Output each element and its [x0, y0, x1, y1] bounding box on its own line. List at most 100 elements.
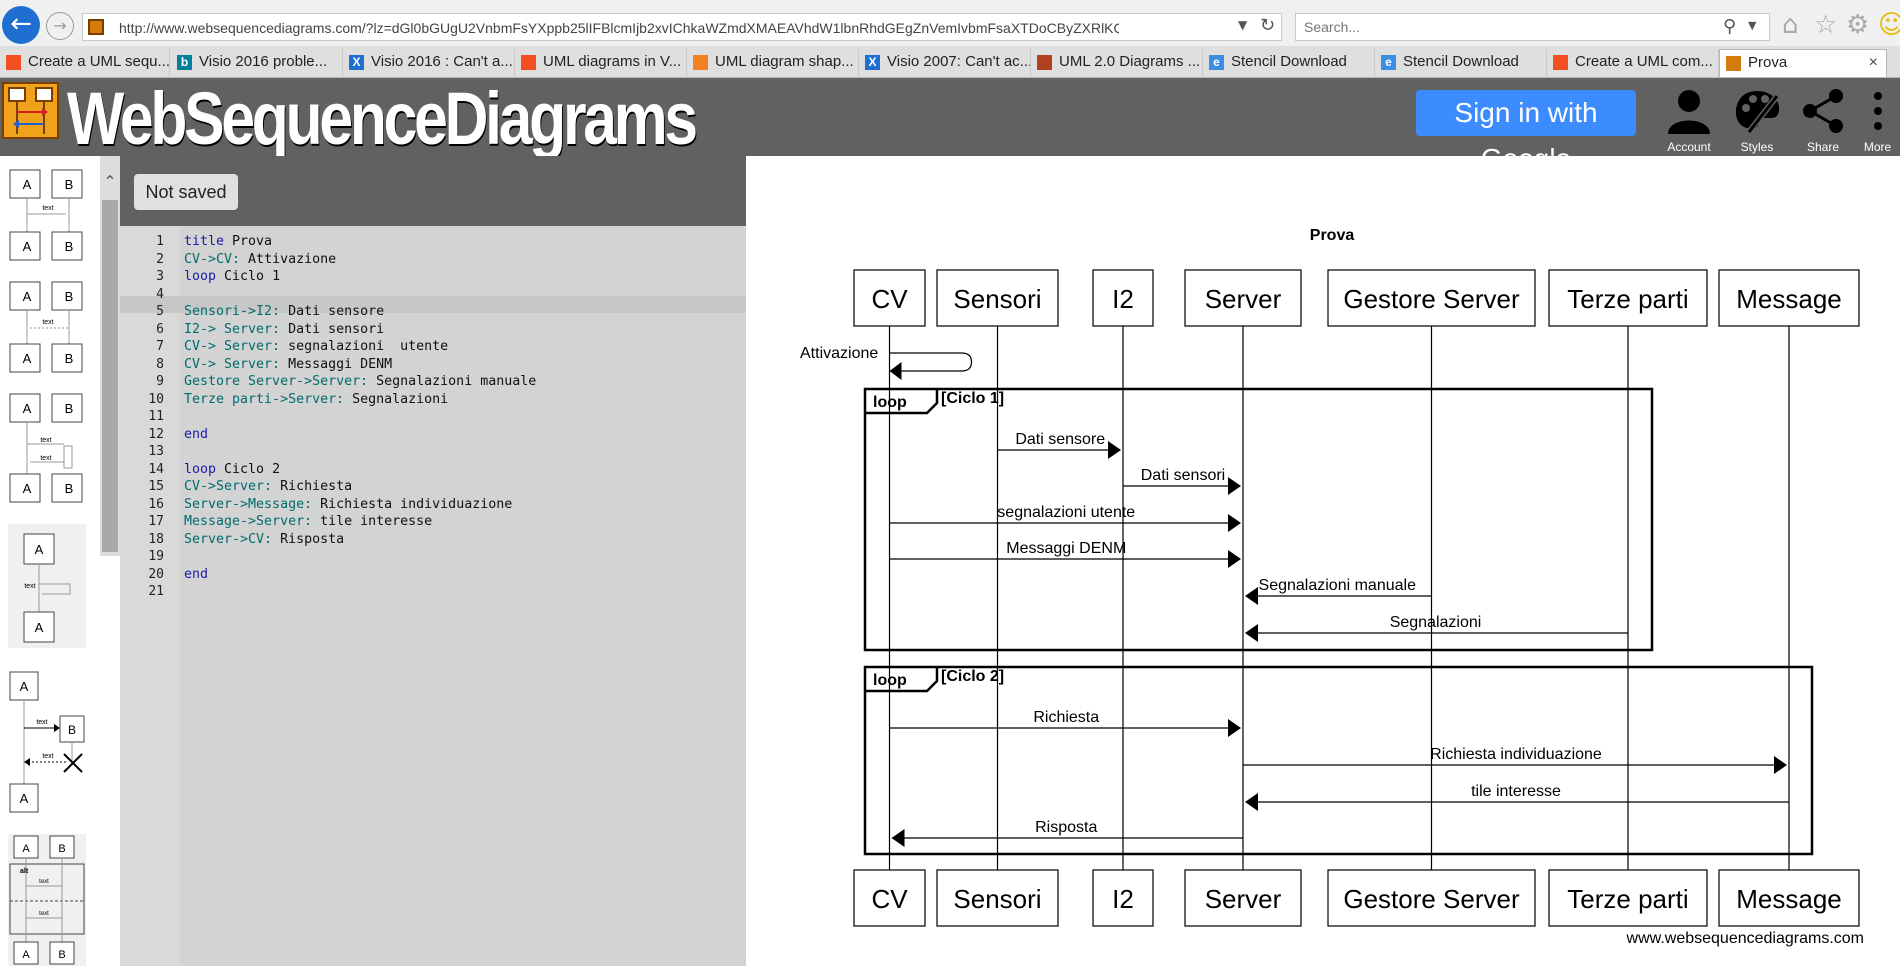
code-line[interactable]: CV->CV: Attivazione: [184, 251, 337, 267]
tab-active[interactable]: Prova×: [1719, 49, 1887, 77]
code-line[interactable]: title Prova: [184, 234, 273, 249]
star-icon[interactable]: ☆: [1814, 10, 1838, 40]
line-number: 1: [156, 234, 164, 249]
arrowhead: [1245, 624, 1258, 642]
wsd-icon: [1726, 56, 1741, 71]
palette-scrollbar-thumb[interactable]: [102, 200, 118, 552]
participant-a: A: [35, 620, 44, 635]
tab-label: UML diagram shap...: [715, 53, 854, 70]
participant-box[interactable]: [1327, 269, 1536, 327]
url-text[interactable]: http://www.websequencediagrams.com/?lz=d…: [119, 20, 1119, 36]
code-line[interactable]: Terze parti->Server: Segnalazioni: [184, 391, 449, 407]
x-icon: X: [349, 55, 364, 70]
share-button[interactable]: Share: [1788, 84, 1858, 154]
more-button[interactable]: More: [1855, 84, 1900, 154]
tab[interactable]: Create a UML com...: [1547, 49, 1719, 77]
participant-box[interactable]: [1092, 869, 1154, 927]
tab[interactable]: UML diagrams in V...: [515, 49, 687, 77]
participant-label: Terze parti: [1567, 884, 1688, 914]
avatar-icon: [1037, 55, 1052, 70]
line-number: 17: [148, 514, 164, 529]
participant-label: Message: [1736, 884, 1842, 914]
snippet-text: text: [39, 911, 49, 917]
account-button[interactable]: Account: [1654, 84, 1724, 154]
code-line[interactable]: loop Ciclo 2: [184, 461, 281, 477]
gear-icon[interactable]: ⚙: [1846, 10, 1870, 40]
search-icon[interactable]: ⚲: [1723, 16, 1737, 37]
back-arrow-icon[interactable]: ←: [2, 6, 40, 44]
search-box[interactable]: ⚲ ▼: [1295, 13, 1770, 41]
snippet-alt[interactable]: A B alt text text A B: [8, 834, 86, 966]
code-line[interactable]: Message->Server: tile interesse: [184, 514, 433, 529]
styles-button[interactable]: Styles: [1722, 84, 1792, 154]
microsoft-icon: [521, 55, 536, 70]
participant-a: A: [23, 401, 32, 416]
line-number: 13: [148, 444, 164, 459]
snippet-activation[interactable]: A B text text A B: [9, 393, 83, 503]
snippet-text: text: [42, 753, 53, 760]
participant-box[interactable]: [936, 869, 1059, 927]
save-status-button[interactable]: Not saved: [134, 174, 238, 210]
code-line[interactable]: end: [184, 426, 209, 442]
participant-box[interactable]: [853, 869, 926, 927]
logo-icon[interactable]: [2, 82, 59, 139]
address-bar[interactable]: http://www.websequencediagrams.com/?lz=d…: [82, 13, 1282, 41]
chevron-down-icon[interactable]: ▼: [1238, 18, 1248, 32]
bing-icon: b: [177, 55, 192, 70]
home-icon[interactable]: ⌂: [1782, 10, 1799, 40]
participant-box[interactable]: [1548, 869, 1708, 927]
refresh-icon[interactable]: ↻: [1260, 15, 1276, 36]
code-editor[interactable]: [180, 226, 746, 966]
snippet-return-message[interactable]: A B text A B: [9, 281, 83, 373]
code-line[interactable]: loop Ciclo 1: [184, 269, 281, 284]
code-line[interactable]: Sensori->I2: Dati sensore: [184, 304, 385, 319]
code-line[interactable]: I2-> Server: Dati sensori: [184, 321, 385, 337]
chevron-down-icon[interactable]: ▼: [1748, 19, 1757, 32]
participant-box[interactable]: [1092, 269, 1154, 327]
snippet-text: text: [40, 437, 51, 444]
ie-icon: e: [1381, 55, 1396, 70]
close-icon[interactable]: ×: [1868, 54, 1878, 71]
participant-box[interactable]: [1548, 269, 1708, 327]
participant-box[interactable]: [1718, 869, 1860, 927]
code-line[interactable]: Server->CV: Risposta: [184, 531, 345, 547]
participant-box[interactable]: [936, 269, 1059, 327]
code-line[interactable]: end: [184, 566, 209, 582]
snippet-simple-message[interactable]: A B text A B: [9, 169, 83, 261]
code-line[interactable]: CV-> Server: segnalazioni utente: [184, 339, 449, 354]
participant-a: A: [20, 679, 29, 694]
search-input[interactable]: [1304, 19, 1704, 35]
code-line[interactable]: CV->Server: Richiesta: [184, 479, 353, 494]
participant-label: I2: [1112, 884, 1134, 914]
tab[interactable]: Create a UML sequ...: [0, 49, 170, 77]
snippet-text: text: [40, 455, 51, 462]
snippet-self-message[interactable]: A text A: [8, 524, 86, 648]
participant-label: Server: [1205, 284, 1282, 314]
loop-frame: [863, 665, 1814, 856]
code-line[interactable]: Gestore Server->Server: Segnalazioni man…: [184, 374, 537, 389]
participant-box[interactable]: [1718, 269, 1860, 327]
line-number: 10: [148, 391, 164, 407]
participant-box[interactable]: [1184, 269, 1302, 327]
chevron-up-icon[interactable]: ⌃: [103, 172, 117, 191]
participant-box[interactable]: [1184, 869, 1302, 927]
sign-in-google-button[interactable]: Sign in with Google: [1416, 90, 1636, 174]
smiley-icon[interactable]: ☺: [1878, 10, 1900, 40]
code-line[interactable]: Server->Message: Richiesta individuazion…: [184, 496, 513, 512]
message-label: Attivazione: [800, 345, 878, 362]
logo-text[interactable]: WebSequenceDiagrams: [67, 77, 698, 160]
snippet-create-destroy[interactable]: A text B text A: [9, 671, 85, 813]
forward-arrow-icon[interactable]: →: [46, 12, 74, 40]
tab[interactable]: UML diagram shap...: [687, 49, 859, 77]
tab[interactable]: UML 2.0 Diagrams ...: [1031, 49, 1203, 77]
participant-box[interactable]: [853, 269, 926, 327]
share-icon: [1788, 84, 1858, 138]
participant-box[interactable]: [1327, 869, 1536, 927]
tab-label: Create a UML com...: [1575, 53, 1713, 70]
code-line[interactable]: CV-> Server: Messaggi DENM: [184, 356, 393, 372]
